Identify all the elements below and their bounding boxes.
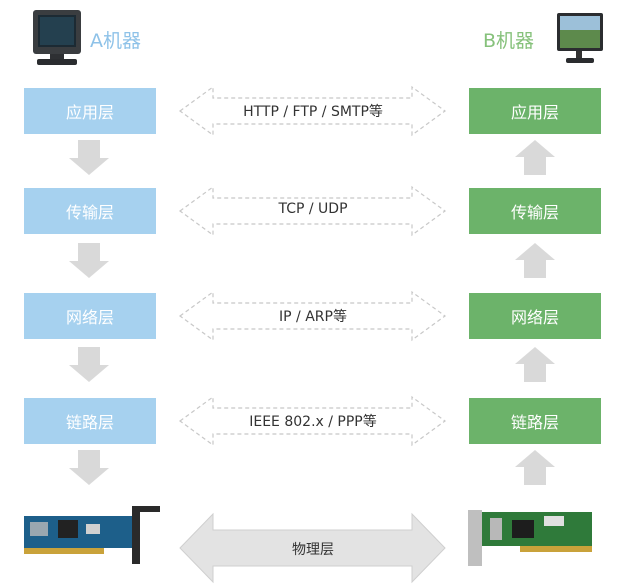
down-flow-arrow [69, 450, 109, 485]
machine-b-label: B机器 [483, 30, 535, 52]
protocol-link: IEEE 802.x / PPP等 [249, 414, 377, 430]
down-flow-arrow [69, 140, 109, 175]
up-flow-arrow [515, 450, 555, 485]
down-flow-arrow [69, 243, 109, 278]
up-flow-arrow [515, 140, 555, 175]
monitor-icon [33, 10, 81, 65]
protocol-network: IP / ARP等 [279, 309, 347, 325]
network-card-icon [468, 510, 592, 566]
a-layer-network: 网络层 [24, 293, 156, 339]
b-layer-application: 应用层 [469, 88, 601, 134]
a-layer-application: 应用层 [24, 88, 156, 134]
b-layer-link: 链路层 [469, 398, 601, 444]
protocol-dashed-arrow [178, 290, 447, 342]
protocol-transport: TCP / UDP [278, 201, 348, 217]
up-flow-arrow [515, 243, 555, 278]
b-layer-transport: 传输层 [469, 188, 601, 234]
a-layer-link: 链路层 [24, 398, 156, 444]
lcd-monitor-icon [557, 13, 603, 63]
down-flow-arrow [69, 347, 109, 382]
protocol-dashed-arrow [178, 395, 447, 447]
up-flow-arrow [515, 347, 555, 382]
network-card-icon [24, 506, 160, 564]
physical-layer-arrow [179, 512, 446, 584]
physical-layer-label: 物理层 [292, 542, 334, 558]
protocol-dashed-arrow [178, 85, 447, 137]
machine-a-label: A机器 [90, 30, 141, 52]
a-layer-transport: 传输层 [24, 188, 156, 234]
protocol-dashed-arrow [178, 185, 447, 237]
protocol-application: HTTP / FTP / SMTP等 [243, 104, 383, 120]
b-layer-network: 网络层 [469, 293, 601, 339]
